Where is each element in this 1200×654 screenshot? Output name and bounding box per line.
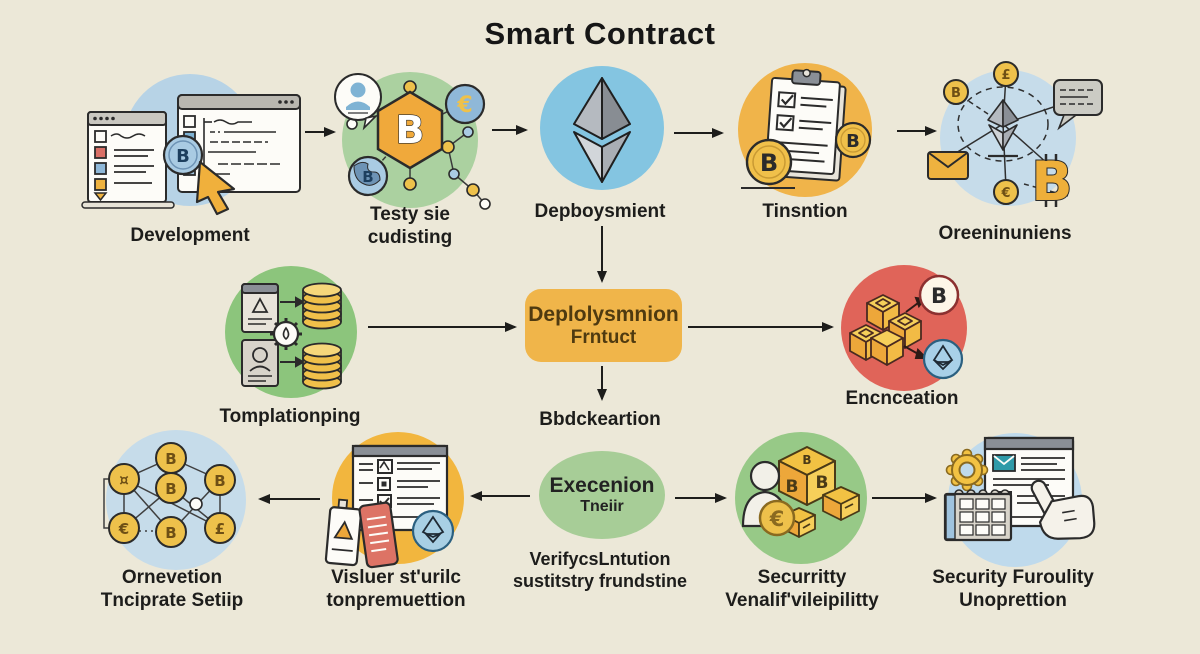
blockchain-label: Bbdckeartion [539, 409, 661, 430]
transaction-label: Tinsntion [762, 201, 848, 222]
page-title: Smart Contract [484, 16, 716, 51]
cursor-icon [195, 160, 236, 216]
warning-tag-icon [324, 498, 363, 567]
user-bubble-icon [334, 73, 382, 131]
functionality-node [943, 428, 1096, 573]
document-tag-icon [358, 501, 399, 569]
network-node-dot [189, 497, 203, 511]
template-card-icon [241, 283, 279, 333]
templating-label: Tomplationping [219, 406, 361, 427]
execution-node: Execenion Tneiir [539, 451, 665, 539]
functionality-label: Security Furoulity Unoprettion [932, 567, 1094, 611]
btc-symbol: B [816, 473, 829, 493]
big-bitcoin-icon: B [1030, 149, 1073, 214]
coin-network-icons: B ¤ B B € B £ [108, 442, 236, 548]
coin-stack-icon [302, 282, 342, 330]
gear-icon [270, 318, 302, 350]
execution-line2: Tneiir [580, 498, 624, 515]
svg-text:£: £ [215, 520, 225, 538]
coin-stack-icon [302, 342, 342, 390]
security-node: B B B € [735, 428, 875, 573]
blocks-icon [849, 294, 922, 366]
bitcoin-cube-icon [778, 446, 836, 506]
svg-text:£: £ [1001, 68, 1010, 83]
gear-icon [945, 448, 989, 492]
templating-node [222, 266, 362, 398]
pointing-hand-icon [1030, 479, 1096, 540]
svg-text:B: B [165, 524, 176, 542]
ethereum-badge-icon [922, 338, 964, 380]
euro-coin-icon: € [758, 499, 796, 537]
testing-node: B € B [330, 62, 495, 212]
ethereum-badge-icon [411, 509, 455, 553]
encryption-label: Encnceation [845, 388, 959, 409]
btc-coin-icon: B [943, 79, 969, 105]
ethereum-icon [573, 77, 631, 183]
bitcoin-coin-icon: B [741, 138, 795, 189]
transaction-node: B B [733, 60, 883, 200]
btc-symbol: B [362, 168, 373, 186]
svg-text:€: € [769, 507, 785, 531]
bitcoin-badge-icon: B [918, 274, 960, 316]
identity-card-icon [241, 339, 279, 387]
execution-label: VerifycsLntution sustitstry frundstine [512, 549, 688, 591]
integration-label: Ornevetion Tnciprate Setiip [100, 567, 244, 611]
btc-symbol: B [802, 453, 811, 467]
svg-text:€: € [118, 520, 129, 538]
development-label: Development [130, 225, 250, 246]
speech-bubble-icon [1053, 79, 1103, 131]
ethereum-small-icon [987, 99, 1019, 158]
btc-symbol: B [846, 131, 860, 152]
btc-symbol: B [760, 149, 778, 177]
development-node: B [80, 70, 310, 220]
center-process-box: Deplolysmnion Frntuct [525, 289, 682, 362]
communication-label: Oreeninuniens [938, 223, 1072, 244]
svg-text:B: B [165, 450, 176, 468]
small-crate-icon [822, 486, 860, 521]
btc-symbol: B [396, 108, 425, 152]
svg-text:B: B [1031, 150, 1072, 213]
eur-coin-icon: € [993, 179, 1019, 205]
bitcoin-coin-icon: B [162, 134, 204, 176]
testing-label: Testy sie cudisting [367, 204, 453, 248]
deployment-node [536, 64, 668, 194]
btc-symbol: B [176, 146, 190, 167]
integration-node: B ¤ B B € B £ [103, 430, 253, 572]
svg-text:B: B [165, 480, 176, 498]
communication-node: £ B € B [927, 60, 1108, 214]
eur-symbol: € [456, 93, 472, 118]
review-node [324, 428, 473, 573]
deployment-label: Depboysmient [534, 201, 666, 222]
encryption-node: B [840, 264, 980, 394]
svg-text:¤: ¤ [119, 471, 129, 489]
bitcoin-hexagon-icon: B [376, 90, 444, 170]
bitcoin-coin-small-icon: B [834, 121, 872, 159]
svg-text:€: € [1000, 186, 1010, 201]
btc-symbol: B [786, 477, 799, 497]
euro-coin-icon: € [444, 83, 486, 125]
checklist-window-icon [81, 111, 175, 209]
center-box-line1: Deplolysmnion [528, 302, 679, 326]
svg-text:B: B [214, 472, 225, 490]
center-box-line2: Frntuct [570, 326, 637, 348]
svg-text:B: B [931, 284, 947, 308]
calculator-icon [943, 489, 1013, 542]
security-label: Securritty Venalif'vileipilitty [725, 567, 879, 611]
execution-line1: Execenion [549, 474, 655, 497]
svg-text:B: B [951, 86, 961, 101]
arrow-to-stack-icons [280, 296, 306, 368]
gbp-coin-icon: £ [993, 61, 1019, 87]
review-label: Visluer st'urilc tonpremuettion [326, 567, 466, 611]
envelope-icon [927, 151, 969, 180]
bitcoin-globe-icon: B [347, 155, 389, 197]
